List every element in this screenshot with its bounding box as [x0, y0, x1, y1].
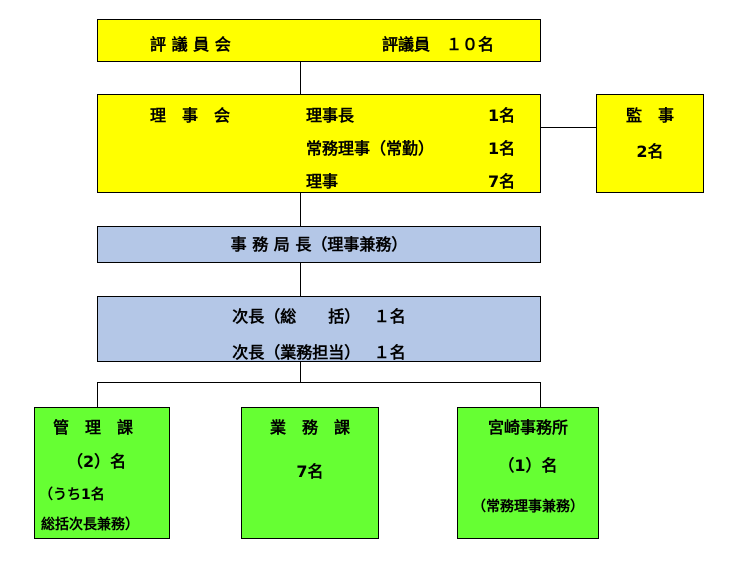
board-role: 理事	[306, 172, 339, 191]
deputy-line: 次長（総 括） １名	[232, 307, 406, 326]
connector	[540, 127, 597, 128]
board-role: 理事長	[306, 106, 355, 125]
council-title: 評 議 員 会	[150, 35, 231, 54]
council-box: 評 議 員 会 評議員 １０名	[97, 19, 541, 62]
board-count: 1名	[488, 106, 516, 125]
division-box-miyazaki: 宮崎事務所 （1）名 （常務理事兼務）	[457, 407, 599, 539]
division-count: 7名	[296, 462, 324, 481]
board-count: 1名	[488, 139, 516, 158]
connector	[300, 361, 301, 383]
auditor-title: 監 事	[625, 106, 674, 125]
division-note: （うち1名	[39, 487, 105, 503]
connector	[97, 382, 541, 383]
division-title: 業 務 課	[269, 418, 350, 437]
division-box-operations: 業 務 課 7名	[241, 407, 379, 539]
division-count: （1）名	[498, 456, 558, 475]
division-title: 宮崎事務所	[487, 418, 568, 437]
connector	[97, 382, 98, 408]
division-title: 管 理 課	[53, 418, 134, 437]
deputy-line: 次長（業務担当） １名	[232, 343, 406, 362]
council-members: 評議員 １０名	[382, 35, 495, 54]
board-box: 理 事 会 理事長 1名 常務理事（常勤） 1名 理事 7名	[97, 94, 541, 193]
division-box-admin: 管 理 課 （2）名 （うち1名 総括次長兼務）	[34, 407, 170, 539]
connector	[300, 61, 301, 95]
auditor-box: 監 事 2名	[596, 94, 704, 193]
auditor-count: 2名	[636, 142, 664, 161]
board-title: 理 事 会	[150, 106, 231, 125]
board-role: 常務理事（常勤）	[306, 139, 435, 158]
secretary-general-box: 事 務 局 長（理事兼務）	[97, 226, 541, 263]
secretary-general-title: 事 務 局 長（理事兼務）	[230, 235, 408, 254]
connector	[300, 262, 301, 297]
division-note: 総括次長兼務）	[41, 517, 139, 533]
division-note: （常務理事兼務）	[472, 499, 584, 515]
connector	[540, 382, 541, 408]
board-count: 7名	[488, 172, 516, 191]
connector	[300, 192, 301, 227]
division-count: （2）名	[67, 452, 127, 471]
deputy-box: 次長（総 括） １名 次長（業務担当） １名	[97, 296, 541, 362]
